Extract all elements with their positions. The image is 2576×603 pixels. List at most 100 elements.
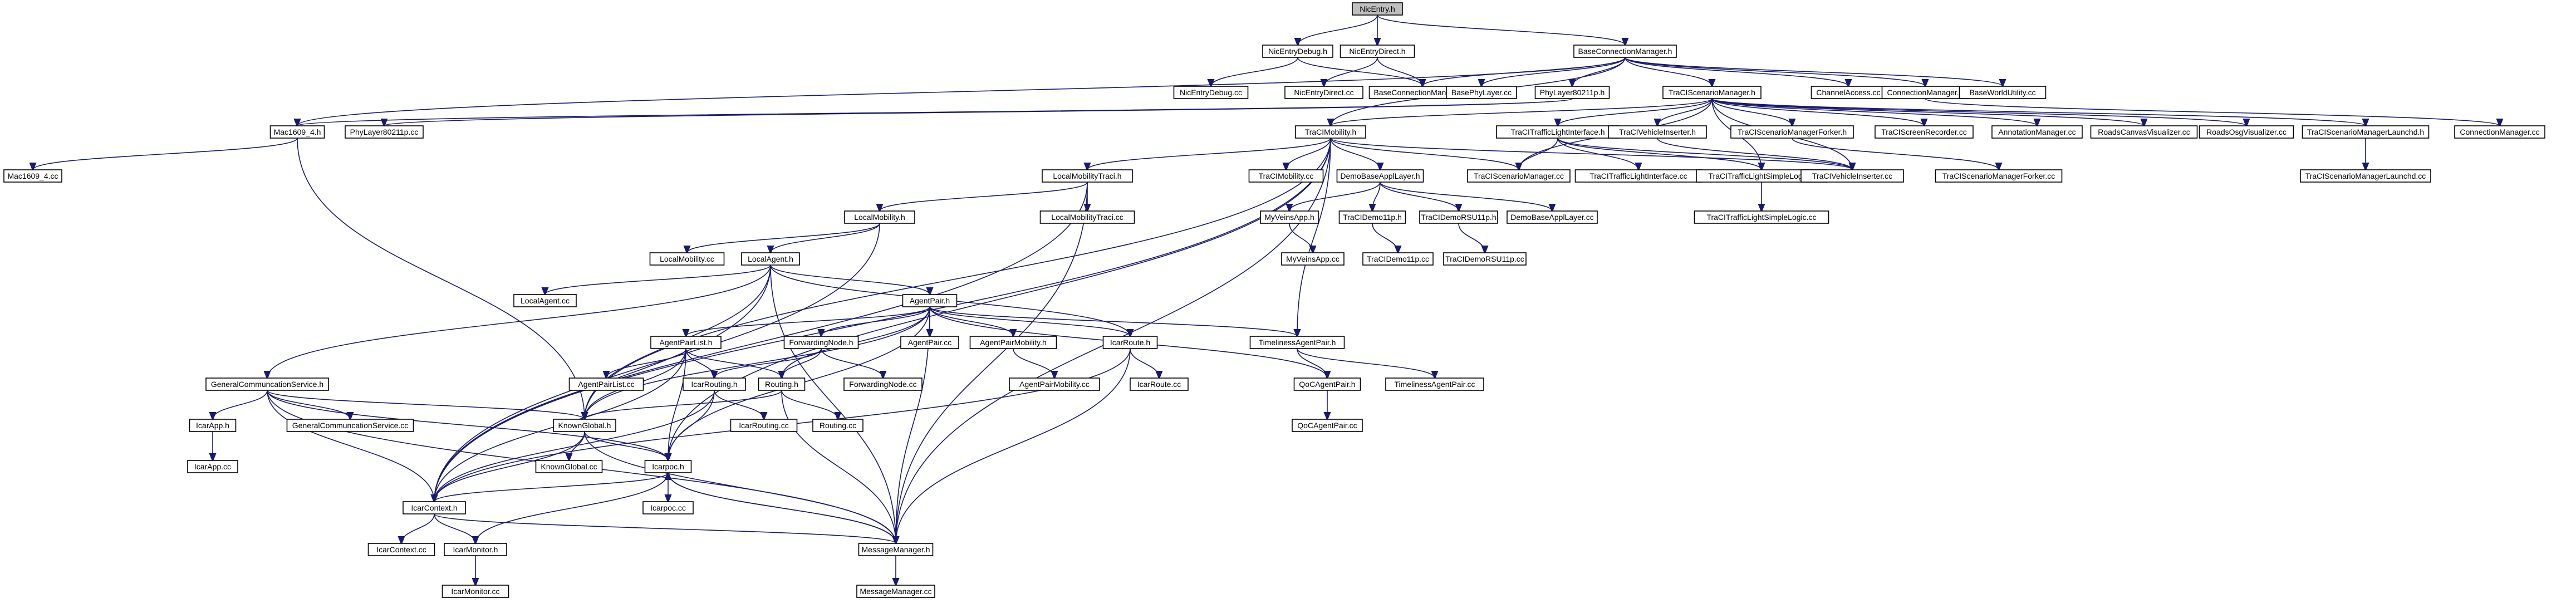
file-node-connectionmanager-cc[interactable]: ConnectionManager.cc [2454, 125, 2545, 139]
file-node-baseconnectionmanager-h[interactable]: BaseConnectionManager.h [1573, 45, 1677, 58]
include-edge-generalcommuncationservice-h-to-generalcommuncationservice-cc [267, 390, 350, 419]
file-node-tracivehicleinserter-h[interactable]: TraCIVehicleInserter.h [1608, 125, 1707, 139]
file-node-phylayer80211p-cc[interactable]: PhyLayer80211p.cc [345, 125, 424, 139]
file-node-localmobility-h[interactable]: LocalMobility.h [844, 210, 915, 224]
file-node-generalcommuncationservice-h[interactable]: GeneralCommuncationService.h [205, 378, 329, 391]
file-node-timelinessagentpair-h[interactable]: TimelinessAgentPair.h [1249, 336, 1345, 349]
node-label: TraCITrafficLightSimpleLogic.cc [1706, 213, 1816, 222]
file-node-routing-cc[interactable]: Routing.cc [812, 419, 863, 432]
file-node-tracimobility-cc[interactable]: TraCIMobility.cc [1248, 169, 1324, 183]
file-node-icarrouting-h[interactable]: IcarRouting.h [683, 378, 746, 391]
node-box [189, 419, 237, 432]
file-node-icarapp-h[interactable]: IcarApp.h [189, 419, 237, 432]
file-node-traciscenariomanagerforker-cc[interactable]: TraCIScenarioManagerForker.cc [1935, 169, 2063, 183]
file-node-knownglobal-h[interactable]: KnownGlobal.h [553, 419, 616, 432]
node-label: RoadsCanvasVisualizer.cc [2098, 128, 2190, 136]
file-node-basephylayer-cc[interactable]: BasePhyLayer.cc [1446, 86, 1517, 99]
file-node-forwardingnode-h[interactable]: ForwardingNode.h [783, 336, 859, 349]
file-node-forwardingnode-cc[interactable]: ForwardingNode.cc [843, 378, 923, 391]
file-node-connectionmanager-h[interactable]: ConnectionManager.h [1881, 86, 1969, 99]
node-box [1443, 252, 1527, 266]
file-node-agentpairlist-cc[interactable]: AgentPairList.cc [568, 378, 644, 391]
file-node-traciscenariomanager-cc[interactable]: TraCIScenarioManager.cc [1467, 169, 1571, 183]
include-edge-forwardingnode-h-to-icarrouting-h [714, 348, 822, 378]
file-node-routing-h[interactable]: Routing.h [758, 378, 806, 391]
file-node-icarroute-cc[interactable]: IcarRoute.cc [1130, 378, 1189, 391]
file-node-roadscanvasvisualizer-cc[interactable]: RoadsCanvasVisualizer.cc [2090, 125, 2198, 139]
file-node-knownglobal-cc[interactable]: KnownGlobal.cc [535, 460, 603, 473]
file-node-nicentrydebug-h[interactable]: NicEntryDebug.h [1262, 45, 1333, 58]
file-node-traciscenariomanagerlaunchd-cc[interactable]: TraCIScenarioManagerLaunchd.cc [2300, 169, 2431, 183]
file-node-myveinsapp-cc[interactable]: MyVeinsApp.cc [1281, 252, 1345, 266]
file-node-demobaseappllayer-h[interactable]: DemoBaseApplLayer.h [1336, 169, 1424, 183]
file-node-tracivehicleinserter-cc[interactable]: TraCIVehicleInserter.cc [1800, 169, 1904, 183]
file-node-nicentry-h[interactable]: NicEntry.h [1352, 2, 1403, 16]
file-node-annotationmanager-cc[interactable]: AnnotationManager.cc [1991, 125, 2083, 139]
file-node-baseworldutility-cc[interactable]: BaseWorldUtility.cc [1959, 86, 2047, 99]
node-label: TraCIScenarioManager.h [1669, 88, 1755, 97]
file-node-tracitrafficlightinterface-cc[interactable]: TraCITrafficLightInterface.cc [1574, 169, 1702, 183]
dependency-edges [33, 14, 2500, 585]
include-edge-agentpair-h-to-agentpairmobility-h [929, 306, 1013, 336]
node-label: Mac1609_4.h [274, 128, 321, 136]
file-node-icarpoc-cc[interactable]: Icarpoc.cc [642, 501, 694, 514]
file-node-agentpair-h[interactable]: AgentPair.h [902, 294, 958, 307]
file-node-phylayer80211p-h[interactable]: PhyLayer80211p.h [1534, 86, 1610, 99]
file-node-localmobilitytraci-cc[interactable]: LocalMobilityTraci.cc [1039, 210, 1135, 224]
file-node-tracitrafficlightsimplelogic-cc[interactable]: TraCITrafficLightSimpleLogic.cc [1694, 210, 1829, 224]
file-node-nicentrydirect-cc[interactable]: NicEntryDirect.cc [1284, 86, 1363, 99]
file-node-localmobility-cc[interactable]: LocalMobility.cc [649, 252, 725, 266]
file-node-agentpairmobility-cc[interactable]: AgentPairMobility.cc [1009, 378, 1100, 391]
file-node-icarmonitor-h[interactable]: IcarMonitor.h [444, 543, 507, 556]
file-node-icarcontext-h[interactable]: IcarContext.h [403, 501, 466, 514]
file-node-tracidemo11p-cc[interactable]: TraCIDemo11p.cc [1362, 252, 1434, 266]
file-node-tracitrafficlightsimplelogic-h[interactable]: TraCITrafficLightSimpleLogic.h [1696, 169, 1827, 183]
file-node-messagemanager-h[interactable]: MessageManager.h [858, 543, 934, 556]
file-node-mac1609-4-h[interactable]: Mac1609_4.h [269, 125, 325, 139]
file-node-tracitrafficlightinterface-h[interactable]: TraCITrafficLightInterface.h [1496, 125, 1620, 139]
file-node-localmobilitytraci-h[interactable]: LocalMobilityTraci.h [1042, 169, 1133, 183]
file-node-roadsosgvisualizer-cc[interactable]: RoadsOsgVisualizer.cc [2199, 125, 2294, 139]
include-edge-tracitrafficlightinterface-h-to-tracitrafficlightsimplelogic-h [1557, 138, 1762, 170]
file-node-qocagentpair-cc[interactable]: QoCAgentPair.cc [1292, 419, 1363, 432]
file-node-icarpoc-h[interactable]: Icarpoc.h [644, 460, 692, 473]
include-edge-phylayer80211p-h-to-mac1609-4-h [297, 98, 1573, 126]
file-node-tracimobility-h[interactable]: TraCIMobility.h [1295, 125, 1366, 139]
file-node-mac1609-4-cc[interactable]: Mac1609_4.cc [3, 169, 62, 183]
file-node-traciscenariomanagerforker-h[interactable]: TraCIScenarioManagerForker.h [1730, 125, 1854, 139]
file-node-traciscreenrecorder-cc[interactable]: TraCIScreenRecorder.cc [1875, 125, 1974, 139]
file-node-agentpairlist-h[interactable]: AgentPairList.h [650, 336, 722, 349]
include-edge-forwardingnode-h-to-forwardingnode-cc [821, 348, 883, 378]
file-node-messagemanager-cc[interactable]: MessageManager.cc [856, 585, 935, 598]
file-node-localagent-cc[interactable]: LocalAgent.cc [513, 294, 577, 307]
file-node-nicentrydirect-h[interactable]: NicEntryDirect.h [1339, 45, 1415, 58]
include-edge-messagemanager-h-to-icarpoc-h [668, 473, 896, 544]
file-node-icarroute-h[interactable]: IcarRoute.h [1102, 336, 1158, 349]
file-node-icarmonitor-cc[interactable]: IcarMonitor.cc [441, 585, 509, 598]
file-node-tracidemorsu11p-h[interactable]: TraCIDemoRSU11p.h [1419, 210, 1498, 224]
file-node-nicentrydebug-cc[interactable]: NicEntryDebug.cc [1173, 86, 1249, 99]
file-node-channelaccess-cc[interactable]: ChannelAccess.cc [1810, 86, 1886, 99]
node-label: MyVeinsApp.h [1264, 213, 1314, 222]
file-node-agentpairmobility-h[interactable]: AgentPairMobility.h [969, 336, 1057, 349]
file-node-tracidemorsu11p-cc[interactable]: TraCIDemoRSU11p.cc [1443, 252, 1527, 266]
file-node-icarrouting-cc[interactable]: IcarRouting.cc [730, 419, 798, 432]
file-node-icarapp-cc[interactable]: IcarApp.cc [187, 460, 238, 473]
node-box [1800, 169, 1904, 183]
file-node-agentpair-cc[interactable]: AgentPair.cc [900, 336, 959, 349]
file-node-myveinsapp-h[interactable]: MyVeinsApp.h [1260, 210, 1319, 224]
node-box [2454, 125, 2545, 139]
node-label: DemoBaseApplLayer.cc [1510, 213, 1593, 222]
file-node-traciscenariomanager-h[interactable]: TraCIScenarioManager.h [1662, 86, 1762, 99]
file-node-qocagentpair-h[interactable]: QoCAgentPair.h [1293, 378, 1361, 391]
file-node-timelinessagentpair-cc[interactable]: TimelinessAgentPair.cc [1385, 378, 1484, 391]
file-node-traciscenariomanagerlaunchd-h[interactable]: TraCIScenarioManagerLaunchd.h [2302, 125, 2430, 139]
node-box [1338, 210, 1406, 224]
file-node-icarcontext-cc[interactable]: IcarContext.cc [367, 543, 435, 556]
node-label: TraCIDemoRSU11p.h [1421, 213, 1496, 222]
file-node-localagent-h[interactable]: LocalAgent.h [741, 252, 800, 266]
file-node-generalcommuncationservice-cc[interactable]: GeneralCommuncationService.cc [286, 419, 414, 432]
file-node-demobaseappllayer-cc[interactable]: DemoBaseApplLayer.cc [1507, 210, 1598, 224]
file-node-tracidemo11p-h[interactable]: TraCIDemo11p.h [1338, 210, 1406, 224]
